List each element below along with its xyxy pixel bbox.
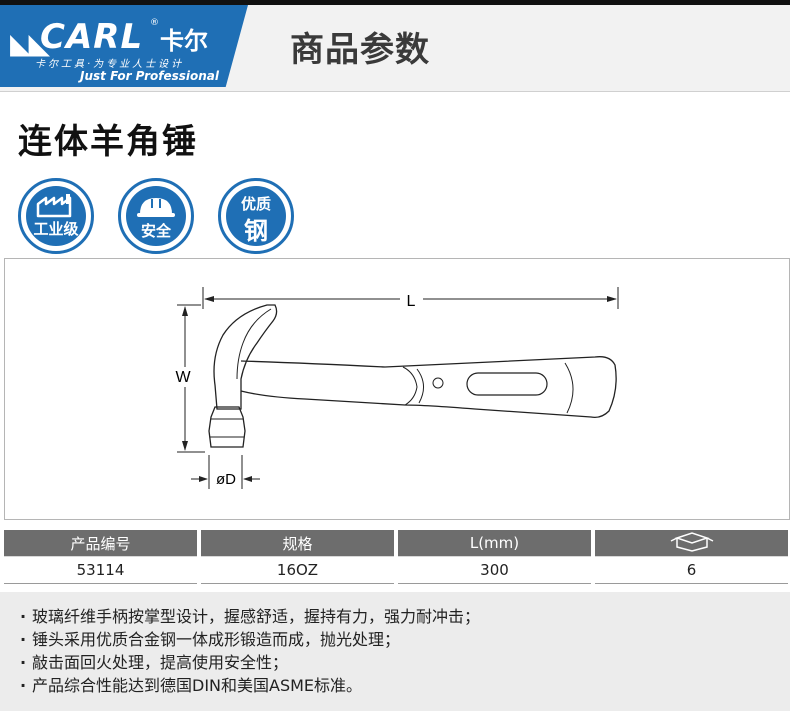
dimension-diagram: L W øD (4, 258, 790, 520)
list-item: 锤头采用优质合金钢一体成形锻造而成，抛光处理； (20, 628, 790, 651)
logo-mark-icon: ◣◣ (10, 27, 50, 60)
feature-list-panel: 玻璃纤维手柄按掌型设计，握感舒适，握持有力，强力耐冲击； 锤头采用优质合金钢一体… (0, 592, 790, 711)
width-label: W (175, 369, 191, 386)
logo-brand-cn: 卡尔 (160, 27, 208, 55)
logo-tagline-en: Just For Professional (80, 69, 220, 83)
brand-logo: ◣◣ CARL ® 卡尔 卡尔工具·为专业人士设计 Just For Profe… (0, 5, 248, 87)
table-row: 53114 16OZ 300 6 (4, 556, 788, 584)
hammer-drawing: L W øD (175, 287, 619, 489)
box-icon (670, 532, 713, 552)
header-package-qty (595, 530, 788, 556)
registered-mark-icon: ® (150, 18, 159, 28)
header-bottom-rule (0, 91, 790, 92)
list-item: 产品综合性能达到德国DIN和美国ASME标准。 (20, 674, 790, 697)
badge-safety-label: 安全 (140, 222, 171, 240)
length-label: L (407, 293, 416, 310)
header-bar: ◣◣ CARL ® 卡尔 卡尔工具·为专业人士设计 Just For Profe… (0, 0, 790, 92)
factory-icon (36, 194, 72, 218)
cell-length: 300 (398, 556, 591, 584)
diameter-label: øD (216, 471, 236, 488)
header-top-rule (0, 0, 790, 5)
cell-package-qty: 6 (595, 556, 788, 584)
cell-spec: 16OZ (201, 556, 394, 584)
badge-quality-steel: 优质 钢 (218, 178, 294, 254)
logo-brand-text: CARL (40, 17, 144, 57)
helmet-icon (137, 198, 175, 217)
header-spec: 规格 (201, 530, 394, 556)
badge-industrial-label: 工业级 (33, 220, 79, 238)
header-product-code: 产品编号 (4, 530, 197, 556)
logo-tagline-cn: 卡尔工具·为专业人士设计 (35, 59, 185, 70)
list-item: 玻璃纤维手柄按掌型设计，握感舒适，握持有力，强力耐冲击； (20, 605, 790, 628)
cell-product-code: 53114 (4, 556, 197, 584)
badge-industrial: 工业级 (18, 178, 94, 254)
product-title: 连体羊角锤 (18, 122, 198, 162)
badge-safety: 安全 (118, 178, 194, 254)
list-item: 敲击面回火处理，提高使用安全性； (20, 651, 790, 674)
spec-table: 产品编号 规格 L(mm) 53114 16OZ 300 6 (0, 530, 790, 584)
header-length: L(mm) (398, 530, 591, 556)
badge-quality-line2: 钢 (244, 217, 268, 245)
spec-table-header-row: 产品编号 规格 L(mm) (4, 530, 788, 556)
section-title: 商品参数 (290, 30, 430, 70)
badge-quality-line1: 优质 (240, 195, 271, 213)
